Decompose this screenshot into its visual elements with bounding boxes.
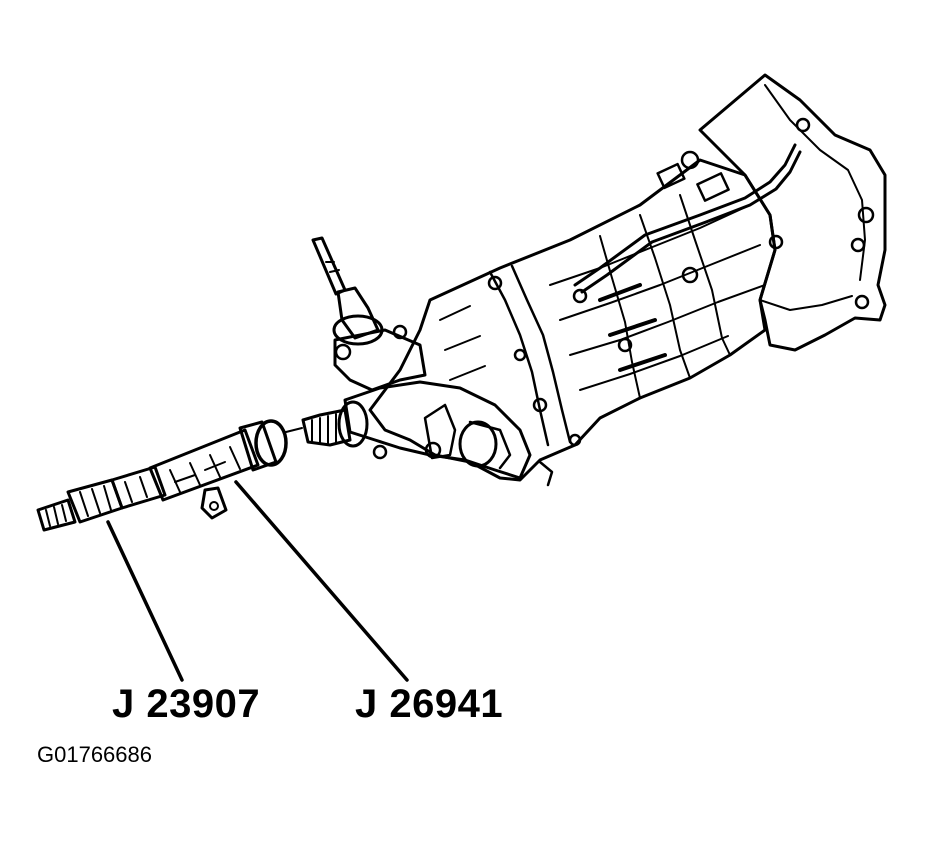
output-shaft [285,400,369,448]
tool-j23907-remover [36,465,167,532]
leader-line-j23907 [106,520,184,682]
extension-housing [343,380,554,487]
transmission-assembly [285,73,887,487]
leader-lines [106,480,409,682]
leader-line-j26941 [234,480,409,682]
callout-j26941: J 26941 [355,682,504,726]
figure-id: G01766686 [37,742,152,767]
tool-j26941-installer [148,419,288,520]
callout-j23907: J 23907 [112,682,261,726]
shift-lever [311,236,427,392]
hydraulic-line [573,143,802,294]
